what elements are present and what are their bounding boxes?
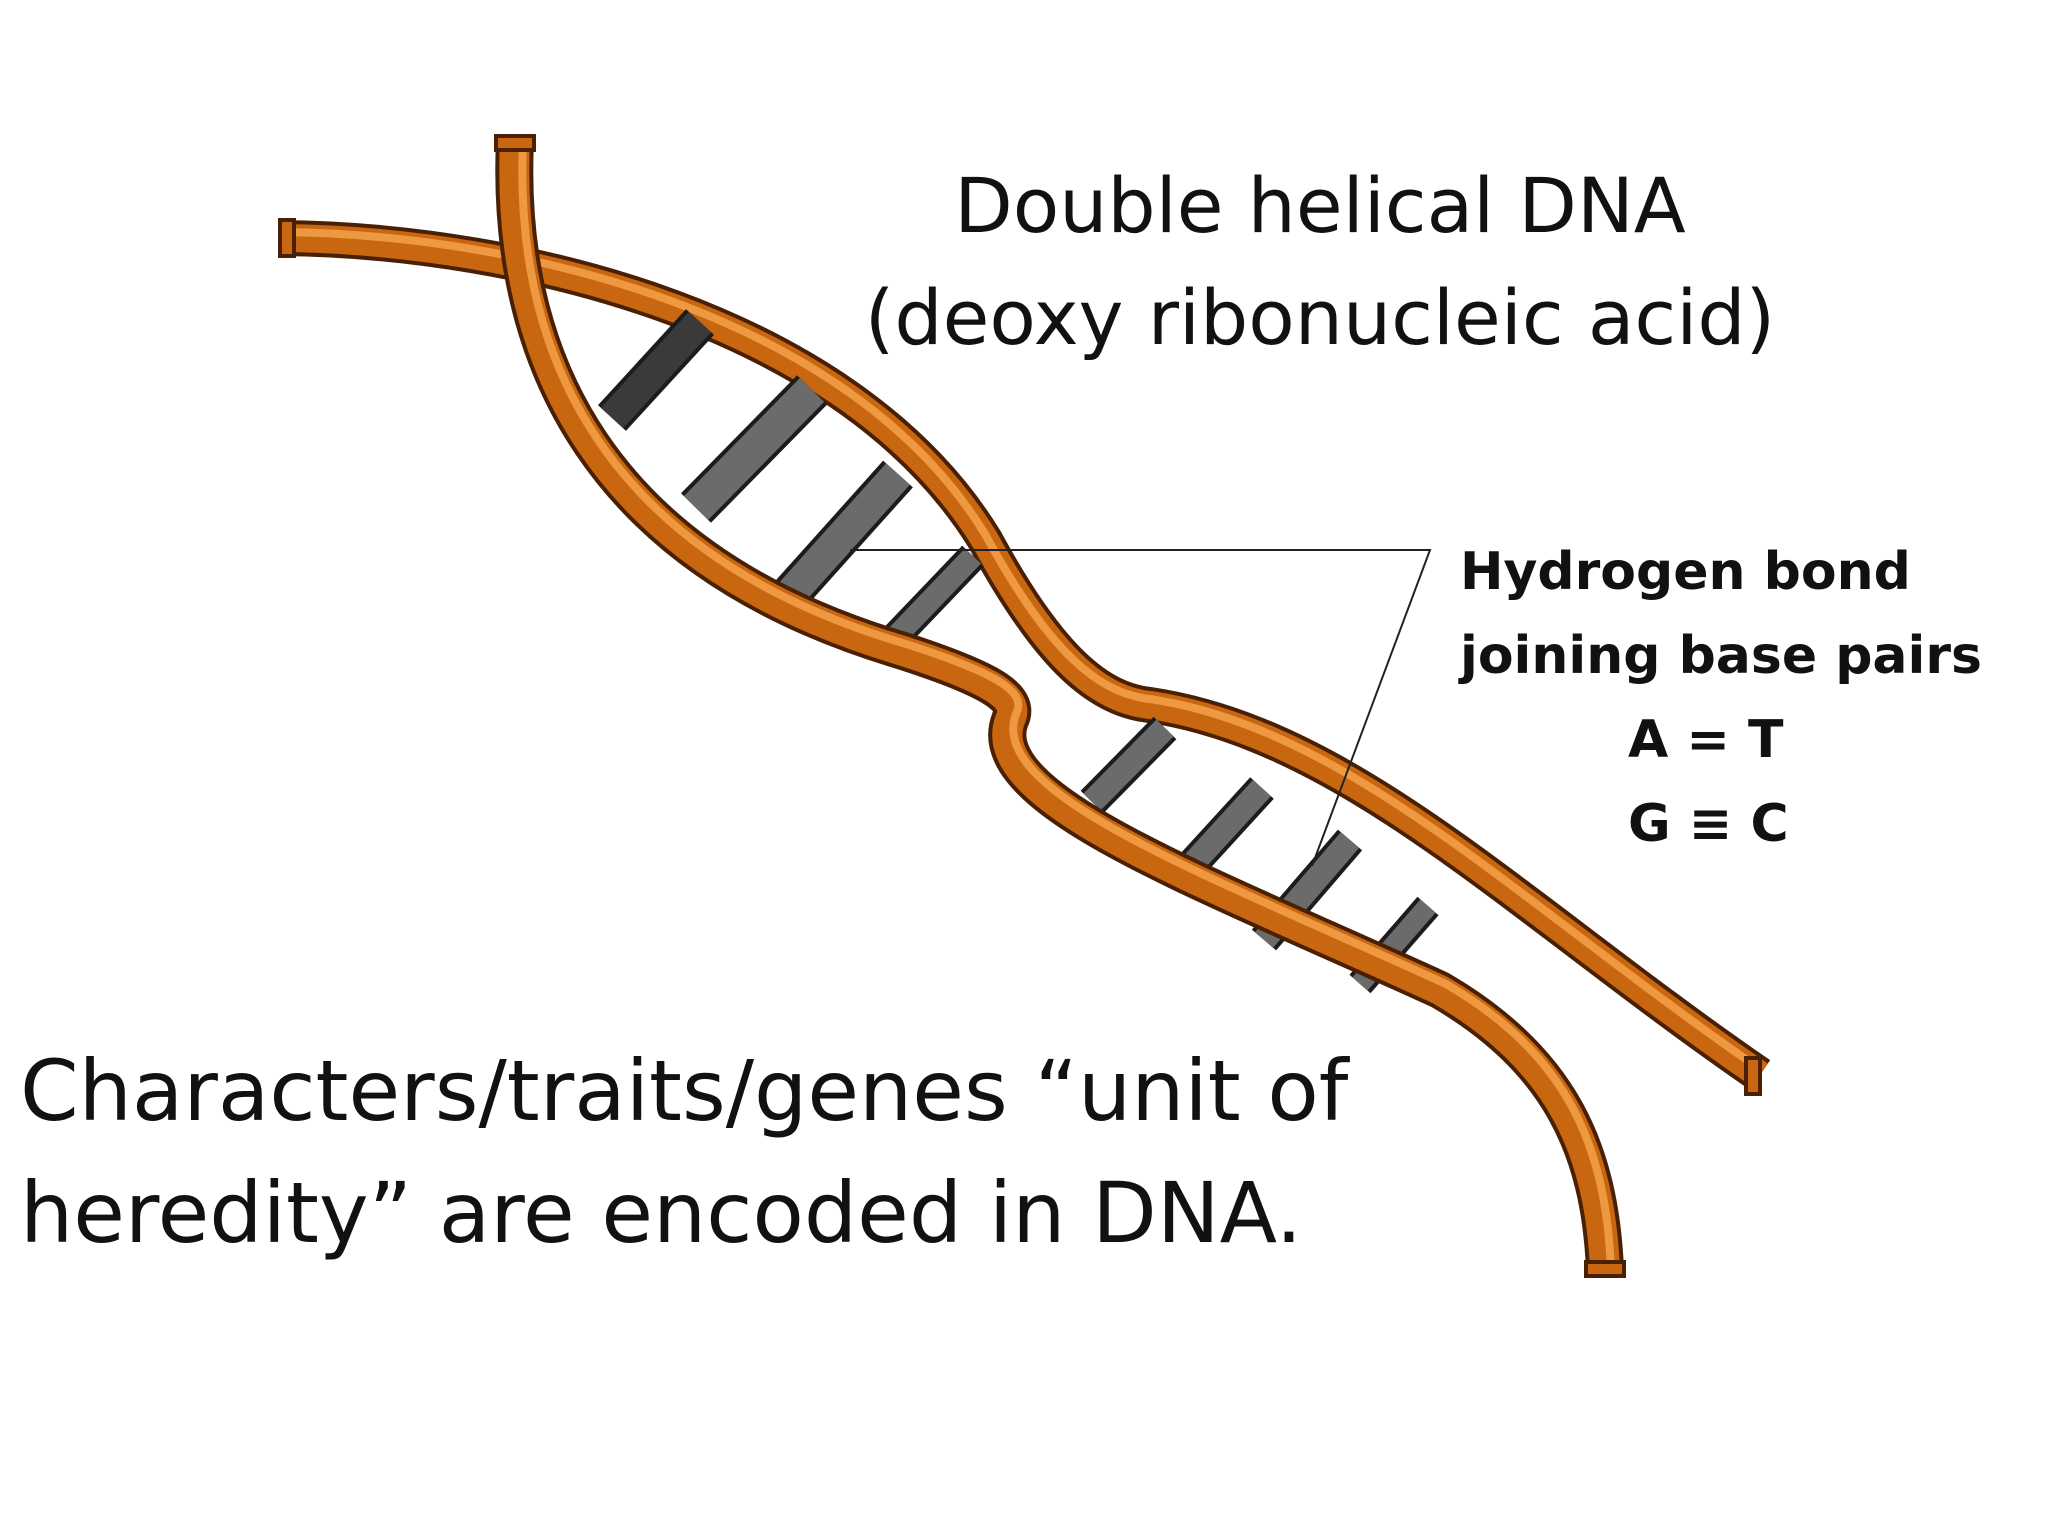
base-pair-gc: G ≡ C	[1628, 794, 1789, 854]
base-pair	[597, 309, 715, 431]
title-line-2: (deoxy ribonucleic acid)	[864, 273, 1776, 362]
base-pair	[770, 460, 913, 614]
strand-ends	[278, 134, 1762, 1278]
base-pair	[681, 375, 827, 523]
hydrogen-bond-leader	[850, 549, 1432, 867]
strand-end	[1744, 1056, 1762, 1096]
dna-strand-back	[279, 220, 1771, 1090]
caption-line-2: heredity” are encoded in DNA.	[20, 1164, 1303, 1262]
strand-end	[1584, 1260, 1626, 1278]
base-pair	[1080, 716, 1177, 814]
hydrogen-bond-label: Hydrogen bond joining base pairs A = T G…	[1460, 530, 2020, 866]
dna-strand-front	[495, 139, 1624, 1271]
strand-end	[278, 218, 296, 258]
hydrogen-bond-line-1: Hydrogen bond	[1460, 542, 1911, 602]
strand-end	[494, 134, 536, 152]
title-line-1: Double helical DNA	[954, 161, 1686, 250]
hydrogen-bond-line-2: joining base pairs	[1460, 626, 1982, 686]
caption-line-1: Characters/traits/genes “unit of	[20, 1042, 1349, 1140]
diagram-title: Double helical DNA (deoxy ribonucleic ac…	[860, 150, 1780, 374]
base-pair-at: A = T	[1628, 710, 1784, 770]
heredity-caption: Characters/traits/genes “unit of heredit…	[20, 1030, 1420, 1274]
